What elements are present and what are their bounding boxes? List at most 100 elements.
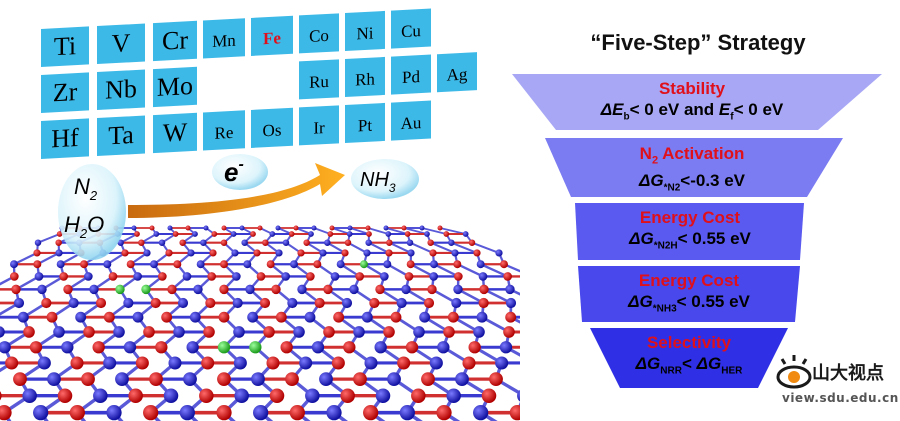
lattice-atom bbox=[253, 249, 261, 257]
lattice-atom bbox=[95, 297, 107, 309]
element-symbol: Pd bbox=[402, 67, 420, 87]
lattice-atom bbox=[13, 372, 27, 387]
lattice-atom bbox=[234, 388, 249, 403]
lattice-atom bbox=[443, 231, 450, 237]
lattice-atom bbox=[319, 249, 327, 257]
lattice-bond bbox=[456, 263, 484, 278]
lattice-bond bbox=[349, 227, 370, 235]
lattice-atom bbox=[424, 231, 430, 237]
element-symbol: Hf bbox=[51, 123, 79, 153]
lattice-atom bbox=[437, 225, 443, 231]
element-tile bbox=[297, 103, 341, 148]
lattice-atom bbox=[207, 272, 217, 281]
lattice-atom bbox=[327, 231, 334, 237]
lattice-atom bbox=[324, 239, 331, 246]
element-symbol: Os bbox=[263, 120, 282, 140]
lattice-atom bbox=[126, 260, 135, 269]
lattice-atom bbox=[333, 311, 345, 323]
lattice-atom bbox=[304, 311, 316, 323]
lattice-atom bbox=[293, 326, 305, 338]
lattice-atom bbox=[429, 272, 438, 281]
lattice-atom bbox=[437, 341, 450, 354]
step-energy-cost-nh3: Energy Cost ΔG*NH3< 0.55 eV bbox=[582, 271, 796, 320]
lattice-atom bbox=[280, 341, 293, 354]
lattice-atom bbox=[123, 297, 134, 309]
lattice-atom bbox=[363, 405, 379, 421]
lattice-atom bbox=[189, 311, 201, 323]
element-symbol: Ta bbox=[108, 120, 134, 150]
lattice-atom bbox=[503, 272, 512, 281]
lattice-atom bbox=[203, 326, 215, 338]
element-symbol: Cu bbox=[401, 21, 421, 41]
lattice-atom bbox=[221, 225, 227, 231]
lattice-atom bbox=[468, 341, 481, 354]
lattice-atom bbox=[453, 284, 463, 295]
lattice-atom bbox=[173, 326, 185, 338]
lattice-bond bbox=[13, 251, 38, 266]
lattice-bond bbox=[410, 263, 435, 278]
lattice-atom bbox=[149, 225, 155, 231]
lattice-atom bbox=[473, 326, 485, 338]
lattice-atom bbox=[413, 326, 425, 338]
lattice-atom bbox=[478, 272, 488, 281]
lattice-atom bbox=[211, 231, 218, 237]
lattice-atom bbox=[34, 272, 44, 281]
lattice-atom bbox=[84, 272, 93, 281]
lattice-atom bbox=[399, 405, 415, 421]
lattice-atom bbox=[314, 297, 325, 309]
lattice-atom bbox=[220, 239, 228, 246]
lattice-atom bbox=[343, 341, 356, 354]
element-symbol: Co bbox=[309, 26, 329, 46]
lattice-atom bbox=[323, 284, 333, 295]
lattice-atom bbox=[313, 260, 322, 269]
lattice-atom bbox=[436, 405, 452, 421]
lattice-atom bbox=[495, 356, 509, 370]
lattice-atom bbox=[509, 405, 520, 421]
watermark-url: view.sdu.edu.cn bbox=[782, 391, 899, 405]
lattice-atom bbox=[419, 311, 431, 323]
lattice-atom bbox=[158, 272, 167, 281]
lattice-atom bbox=[103, 260, 112, 269]
lattice-atom bbox=[476, 260, 485, 269]
lattice-bond bbox=[331, 227, 350, 235]
lattice-atom bbox=[243, 260, 252, 269]
lattice-atom bbox=[505, 297, 517, 309]
lattice-atom bbox=[451, 249, 459, 257]
lattice-atom bbox=[401, 284, 411, 295]
element-tile bbox=[297, 11, 341, 56]
element-symbol: Zr bbox=[53, 77, 78, 107]
lattice-atom bbox=[411, 388, 426, 403]
element-symbol: Nb bbox=[105, 74, 137, 105]
element-tile bbox=[389, 98, 433, 143]
eye-logo-icon bbox=[776, 355, 812, 389]
element-symbol: Rh bbox=[355, 69, 375, 89]
lattice-atom bbox=[185, 225, 191, 231]
electron-bubble bbox=[212, 154, 268, 190]
lattice-atom bbox=[406, 260, 415, 269]
lattice-bond bbox=[368, 241, 390, 254]
lattice-atom bbox=[133, 272, 143, 281]
lattice-atom bbox=[123, 341, 137, 354]
lattice-atom bbox=[113, 326, 125, 338]
lattice-bond bbox=[0, 275, 15, 286]
lattice-atom bbox=[220, 260, 228, 269]
lattice-atom bbox=[329, 225, 335, 231]
lattice-atom bbox=[216, 405, 232, 421]
lattice-atom bbox=[517, 389, 520, 402]
lattice-atom bbox=[282, 239, 290, 246]
lattice-atom bbox=[219, 284, 229, 295]
lattice-atom bbox=[346, 231, 353, 237]
lattice-atom bbox=[489, 372, 503, 387]
lattice-atom bbox=[275, 249, 283, 257]
watermark: 山大视点 view.sdu.edu.cn bbox=[774, 353, 898, 417]
lattice-atom bbox=[443, 326, 455, 338]
lattice-atom bbox=[135, 356, 149, 370]
lattice-atom bbox=[0, 326, 5, 338]
lattice-atom bbox=[218, 311, 230, 323]
lattice-atom bbox=[305, 388, 320, 403]
lattice-atom bbox=[364, 356, 378, 370]
lattice-atom bbox=[155, 341, 168, 354]
lattice-atom bbox=[203, 225, 209, 231]
lattice-atom bbox=[168, 356, 182, 370]
